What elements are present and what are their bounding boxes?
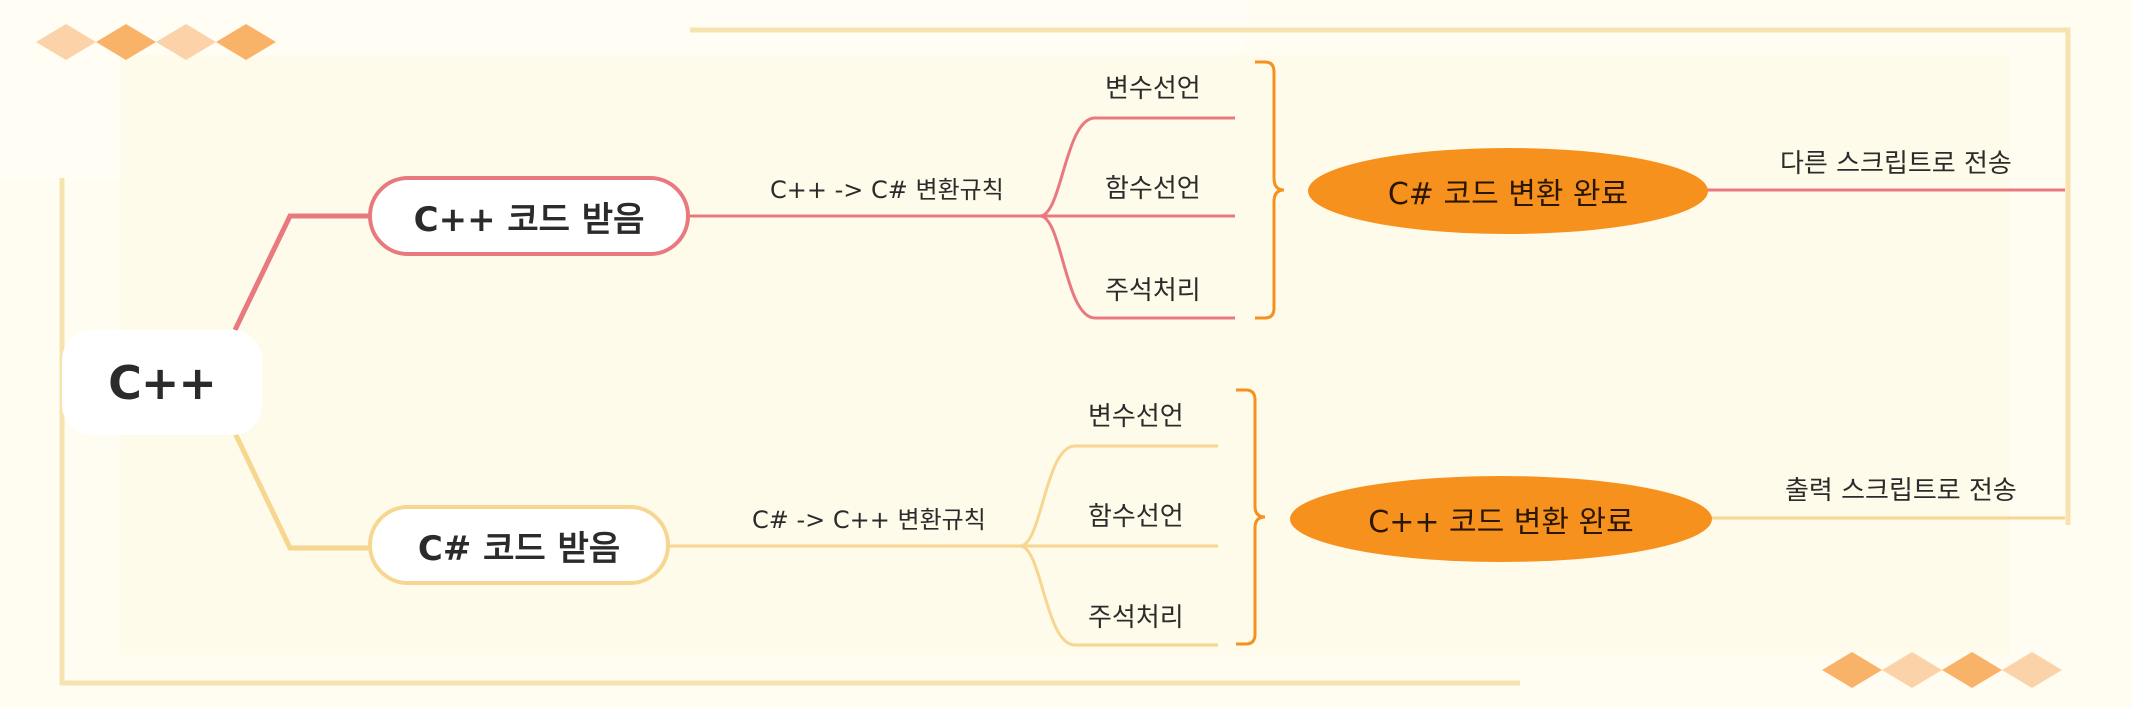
frame-left-bottom	[59, 178, 1520, 686]
step-label: 주석처리	[1105, 276, 1201, 306]
result-label: C++ 코드 변환 완료	[1368, 505, 1634, 540]
branch-node-label: C++ 코드 받음	[413, 199, 645, 240]
brace-bottom	[1236, 388, 1266, 646]
frame-top-right	[690, 27, 2071, 525]
step-label: 변수선언	[1105, 74, 1201, 104]
decoration-diamonds-top	[36, 24, 276, 60]
step-label: 함수선언	[1105, 174, 1201, 204]
result-node-cpp-done: C++ 코드 변환 완료	[1290, 476, 1712, 562]
step-label: 변수선언	[1088, 402, 1184, 432]
output-label-bottom: 출력 스크립트로 전송	[1785, 476, 2017, 506]
fan-bottom-1	[1019, 444, 1218, 548]
fan-bottom-3	[1019, 544, 1218, 647]
result-label: C# 코드 변환 완료	[1387, 177, 1629, 212]
branch-node-csharp-received: C# 코드 받음	[368, 505, 670, 585]
output-label-top: 다른 스크립트로 전송	[1780, 149, 2012, 179]
fan-top-1	[1039, 116, 1235, 218]
rule-label-top: C++ -> C# 변환규칙	[770, 176, 1004, 204]
rule-label-bottom: C# -> C++ 변환규칙	[752, 506, 986, 534]
root-label: C++	[108, 355, 217, 410]
decoration-diamonds-bottom	[1822, 652, 2062, 688]
fan-top-3	[1039, 214, 1235, 320]
root-link-top	[232, 213, 370, 332]
result-node-csharp-done: C# 코드 변환 완료	[1308, 148, 1708, 234]
brace-top	[1255, 60, 1285, 320]
branch-node-cpp-received: C++ 코드 받음	[368, 176, 690, 256]
step-label: 주석처리	[1088, 603, 1184, 633]
root-node: C++	[62, 330, 262, 435]
root-link-bottom	[232, 431, 370, 551]
step-label: 함수선언	[1088, 502, 1184, 532]
branch-node-label: C# 코드 받음	[417, 528, 621, 569]
